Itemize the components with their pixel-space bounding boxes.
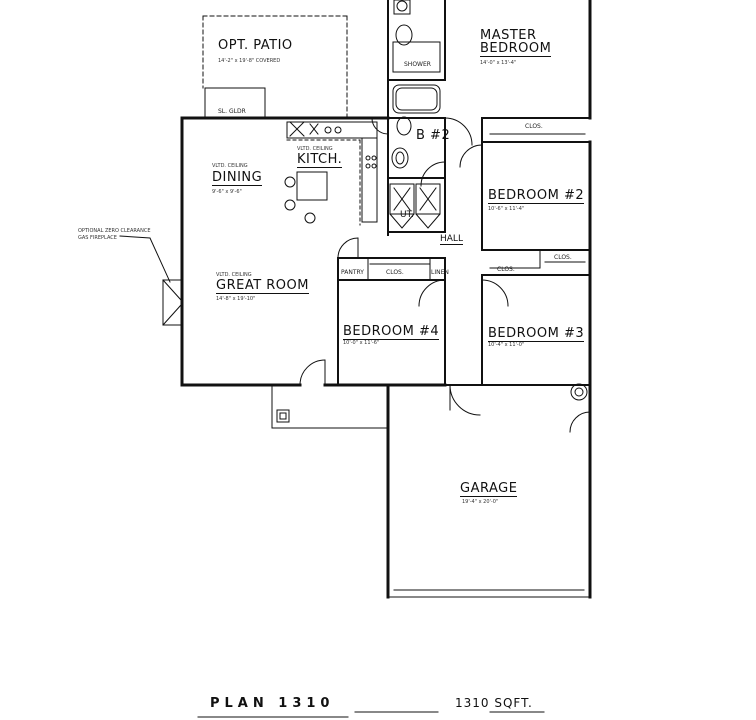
bedroom4-dims: 10'-0" x 11'-6" [343,340,380,346]
closet-shelves [367,133,586,281]
bedroom2-label: BEDROOM #2 [488,188,585,204]
great-room-dims: 14'-8" x 19'-10" [216,296,256,302]
patio-label: OPT. PATIO [218,38,293,53]
pantry-label: PANTRY [341,269,364,276]
garage-label: GARAGE [460,481,518,497]
main-exterior-walls [180,116,390,387]
fireplace-note-line1: OPTIONAL ZERO CLEARANCE [78,228,151,234]
plan-title: PLAN 1310 [210,696,335,711]
interior-walls [337,0,591,386]
master-label-line2: BEDROOM [480,41,552,57]
kitchen-counters [284,121,378,224]
garage-dims: 19'-4" x 20'-0" [462,499,499,505]
patio-dims: 14'-2" x 19'-8" COVERED [218,58,281,64]
soffit-line [286,139,361,226]
garage-walls [386,383,592,599]
fireplace-note-line2: GAS FIREPLACE [78,235,117,241]
master-dims: 14'-0" x 13'-4" [480,60,517,66]
plan-sqft: 1310 SQFT. [455,696,533,710]
bedroom2-dims: 10'-6" x 11'-4" [488,206,525,212]
dining-ceiling-label: VLTD. CEILING [212,163,248,169]
front-porch [271,384,389,429]
patio-outline [202,15,348,119]
kitchen-label: KITCH. [297,152,343,168]
door-swings [299,117,591,433]
bedroom4-label: BEDROOM #4 [343,324,440,340]
master-closet-label: CLOS. [525,123,543,130]
bath2-label: B #2 [416,128,451,143]
sliding-door-label: SL. GLDR [218,108,246,115]
bath-fixtures [391,0,441,169]
dining-dims: 9'-6" x 9'-6" [212,189,242,195]
hall-label: HALL [440,234,463,245]
fireplace [119,235,182,326]
utility-label: UT. [400,210,414,220]
bed4-closet-label: CLOS. [386,269,404,276]
bed3-closet-label: CLOS. [497,266,515,273]
linen-label: LINEN [431,269,449,276]
great-room-ceiling-label: VLTD. CEILING [216,272,252,278]
utility-washer-dryer [389,183,441,229]
master-label-line1: MASTER [480,28,537,43]
bed2-closet-label: CLOS. [554,254,572,261]
garage-door [387,383,591,598]
dining-label: DINING [212,170,263,186]
title-rule [197,711,545,718]
bedroom3-dims: 10'-4" x 11'-0" [488,342,525,348]
bedroom3-label: BEDROOM #3 [488,326,585,342]
shower-label: SHOWER [404,61,431,68]
great-room-label: GREAT ROOM [216,278,309,294]
kitchen-ceiling-label: VLTD. CEILING [297,146,333,152]
